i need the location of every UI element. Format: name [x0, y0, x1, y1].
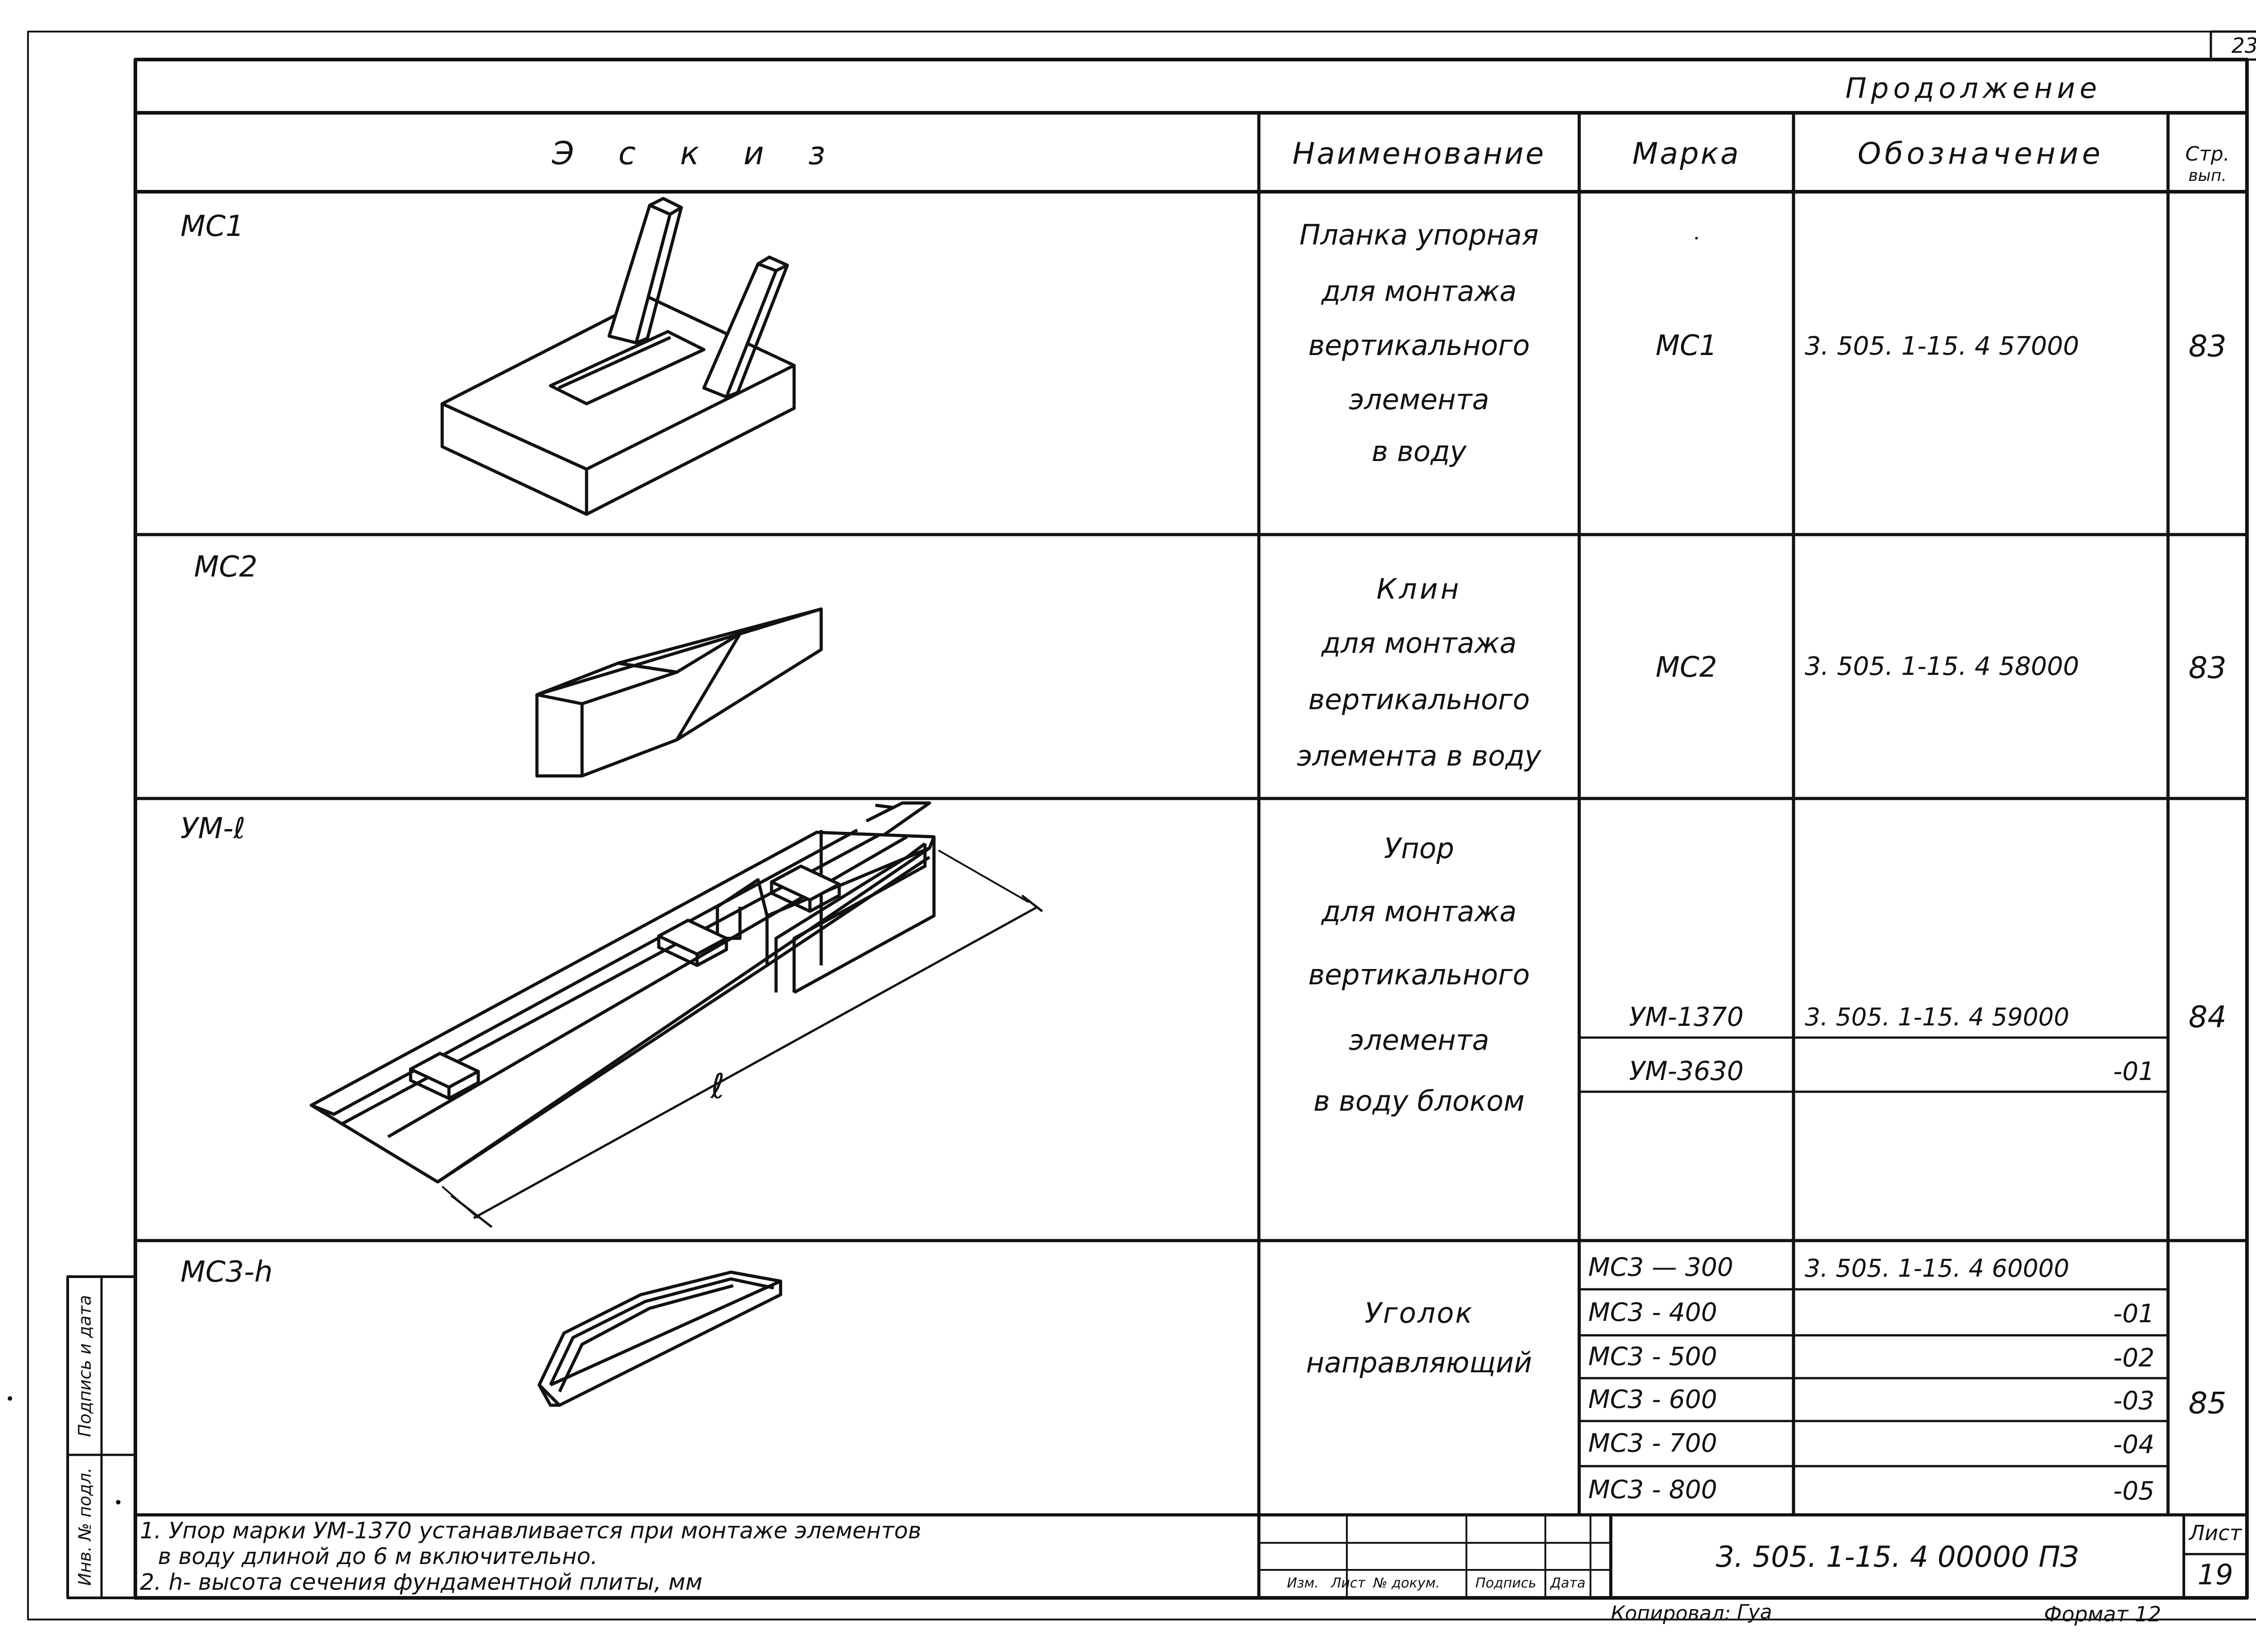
side-stamp-inv-no: Инв. № подл. — [75, 1467, 95, 1586]
footer-copied-signature: Гуа — [1737, 1601, 1772, 1624]
row-1-name-line-3: вертикального — [1308, 329, 1530, 362]
row-3-name-line-3: вертикального — [1308, 958, 1530, 991]
continuation-label: Продолжение — [1845, 72, 2102, 105]
row-4-designation-6: -05 — [2113, 1477, 2154, 1506]
footer-copied: Копировал: — [1611, 1602, 1731, 1625]
row-3-sketch-label: УМ-ℓ — [180, 812, 245, 845]
row-2-mark: МС2 — [1655, 651, 1717, 683]
sketch-stop-plate-mc1 — [440, 197, 796, 516]
footer-format: Формат 12 — [2044, 1602, 2161, 1626]
corner-sheet-number: 23 — [2231, 33, 2256, 58]
row-3-mark-1: УМ-1370 — [1629, 1001, 1744, 1032]
stamp-col-doc: № докум. — [1373, 1575, 1440, 1591]
side-stamp-sign-date: Подпись и дата — [75, 1295, 95, 1437]
row-2-sketch-label: МС2 — [194, 550, 258, 584]
row-3-name-line-2: для монтажа — [1321, 895, 1517, 928]
row-4-mark-5: МС3 - 700 — [1588, 1429, 1717, 1458]
row-1-designation: 3. 505. 1-15. 4 57000 — [1805, 332, 2079, 361]
header-designation: Обозначение — [1858, 136, 2104, 171]
row-3-name-line-1: Упор — [1384, 832, 1454, 865]
row-3-page: 84 — [2188, 1000, 2227, 1034]
row-1-page: 83 — [2188, 329, 2227, 364]
header-sketch: Э с к и з — [552, 135, 842, 172]
row-4-mark-4: МС3 - 600 — [1588, 1385, 1717, 1414]
row-3-name-line-5: в воду блоком — [1313, 1084, 1525, 1117]
row-4-designation-3: -02 — [2113, 1343, 2154, 1373]
row-4-mark-2: МС3 - 400 — [1588, 1298, 1717, 1327]
row-3-mark-2: УМ-3630 — [1629, 1056, 1744, 1086]
sketch-stop-um — [310, 801, 1043, 1228]
note-line-1: 1. Упор марки УМ-1370 устанавливается пр… — [140, 1518, 921, 1544]
header-page-line1: Стр. — [2185, 143, 2230, 166]
row-4-sketch-label: МС3-h — [180, 1255, 273, 1289]
row-2-name-line-2: для монтажа — [1321, 627, 1517, 660]
row-1-sketch-label: МС1 — [180, 210, 244, 243]
row-4-mark-3: МС3 - 500 — [1588, 1342, 1717, 1371]
note-line-3: 2. h- высота сечения фундаментной плиты,… — [140, 1569, 703, 1595]
header-mark: Марка — [1632, 136, 1741, 171]
sketch-wedge-mc2 — [535, 607, 823, 778]
note-line-2: в воду длиной до 6 м включительно. — [158, 1543, 598, 1569]
row-4-mark-1: МС3 — 300 — [1588, 1253, 1734, 1282]
stamp-document-code: 3. 505. 1-15. 4 00000 ПЗ — [1715, 1541, 2079, 1574]
row-1-name-line-4: элемента — [1349, 383, 1489, 416]
row-1-name-line-1: Планка упорная — [1299, 218, 1539, 251]
header-page-line2: вып. — [2188, 166, 2227, 185]
row-1-name-line-5: в воду — [1371, 435, 1467, 468]
row-3-designation-2: -01 — [2113, 1057, 2154, 1086]
row-1-mark: МС1 — [1655, 329, 1717, 362]
row-4-mark-6: МС3 - 800 — [1588, 1475, 1717, 1504]
row-2-name-line-4: элемента в воду — [1297, 739, 1541, 772]
row-4-name-line-1: Уголок — [1364, 1297, 1474, 1329]
row-4-designation-1: 3. 505. 1-15. 4 60000 — [1805, 1254, 2070, 1283]
stamp-col-list: Лист — [1331, 1575, 1366, 1591]
stamp-sheet-number: 19 — [2197, 1558, 2233, 1591]
sketch-guide-angle-mc3 — [537, 1270, 782, 1407]
row-3-name-line-4: элемента — [1349, 1024, 1489, 1057]
row-2-name-line-3: вертикального — [1308, 683, 1530, 716]
row-2-name-line-1: Клин — [1376, 572, 1462, 605]
row-2-designation: 3. 505. 1-15. 4 58000 — [1805, 652, 2079, 681]
row-2-page: 83 — [2188, 651, 2227, 685]
stamp-sheet-label: Лист — [2189, 1521, 2242, 1545]
outer-frame — [27, 31, 2256, 1620]
main-frame — [134, 58, 2249, 1600]
row-4-designation-5: -04 — [2113, 1430, 2154, 1459]
row-1-name-line-2: для монтажа — [1321, 275, 1517, 308]
header-name: Наименование — [1292, 136, 1546, 171]
row-3-designation-1: 3. 505. 1-15. 4 59000 — [1805, 1003, 2070, 1031]
row-3-dimension-label: ℓ — [711, 1066, 725, 1106]
row-4-designation-4: -03 — [2113, 1386, 2154, 1416]
stamp-col-date: Дата — [1550, 1575, 1586, 1591]
row-4-designation-2: -01 — [2113, 1299, 2154, 1329]
stamp-col-izm: Изм. — [1287, 1575, 1319, 1591]
stamp-col-sign: Подпись — [1475, 1575, 1536, 1591]
row-4-page: 85 — [2188, 1386, 2227, 1421]
row-4-name-line-2: направляющий — [1306, 1346, 1532, 1379]
